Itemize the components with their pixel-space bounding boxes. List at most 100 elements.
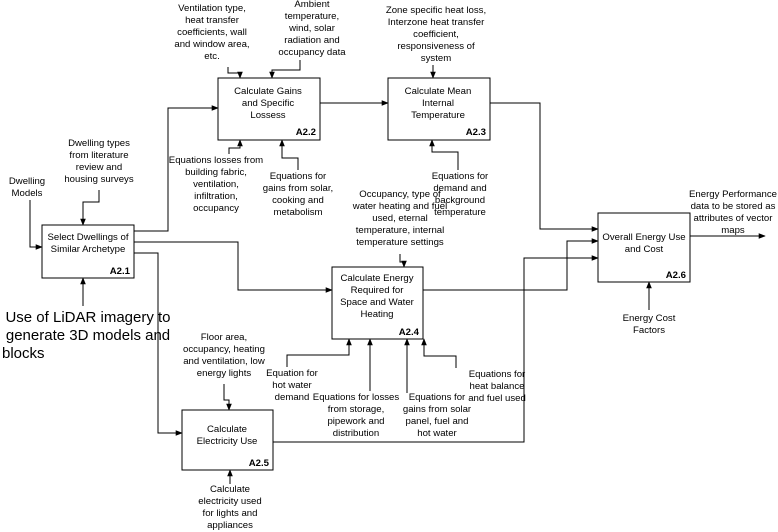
label-heat-balance-line-3: and fuel used [468, 393, 526, 404]
label-equations-demand: Equations for demand and background temp… [432, 171, 489, 218]
label-energy-cost-line-2: Factors [633, 325, 665, 336]
label-gains-solar-panel-line-1: Equations for [409, 392, 466, 403]
label-zone-line-4: responsiveness of [397, 41, 475, 52]
label-ventilation: Ventilation type, heat transfer coeffici… [174, 3, 249, 62]
label-equations-demand-line-4: temperature [434, 207, 486, 218]
a24-title-line-1: Calculate Energy [340, 273, 413, 284]
label-ventilation-line-5: etc. [204, 51, 219, 62]
label-ambient-line-4: radiation and [284, 35, 339, 46]
label-heat-balance-line-2: heat balance [470, 381, 525, 392]
a24-title-line-4: Heating [360, 309, 393, 320]
label-energy-performance-line-4: maps [721, 225, 745, 236]
a22-title-line-3: Lossess [250, 110, 285, 121]
label-lidar: Use of LiDAR imagery to generate 3D mode… [2, 309, 171, 362]
label-lidar-line-1: Use of LiDAR imagery to [5, 309, 170, 326]
label-losses-storage-line-2: from storage, [328, 404, 385, 415]
label-heat-balance: Equations for heat balance and fuel used [468, 369, 526, 404]
label-energy-performance-line-3: attributes of vector [694, 213, 774, 224]
label-ambient-line-1: Ambient [294, 0, 330, 10]
label-zone: Zone specific heat loss, Interzone heat … [386, 5, 486, 64]
label-gains-solar-panel-line-2: gains from solar [403, 404, 472, 415]
arrow-equations-losses [228, 139, 243, 154]
label-zone-line-1: Zone specific heat loss, [386, 5, 486, 16]
a24-title-line-3: Space and Water [340, 297, 415, 308]
label-electricity-line-4: appliances [207, 520, 253, 531]
label-zone-line-3: coefficient, [413, 29, 459, 40]
label-losses-storage-line-1: Equations for losses [313, 392, 400, 403]
label-occupancy-line-5: temperature settings [356, 237, 444, 248]
label-occupancy-line-1: Occupancy, type of [359, 189, 441, 200]
label-equations-gains-line-2: gains from solar, [263, 183, 333, 194]
label-occupancy: Occupancy, type of water heating and fue… [352, 189, 447, 248]
label-hot-water-line-3: demand [275, 392, 310, 403]
label-losses-storage: Equations for losses from storage, pipew… [313, 392, 400, 439]
a25-title-line-2: Electricity Use [197, 436, 258, 447]
a22-title-line-2: and Specific [242, 98, 294, 109]
label-occupancy-line-3: used, eternal [372, 213, 427, 224]
label-equations-losses-line-5: occupancy [193, 203, 239, 214]
label-equations-demand-line-1: Equations for [432, 171, 489, 182]
label-floor-area-line-2: occupancy, heating [183, 344, 265, 355]
arrow-a21-to-a25 [134, 252, 183, 436]
a26-title-line-2: and Cost [625, 244, 664, 255]
label-ambient-line-2: temperature, [285, 11, 339, 22]
a24-id: A2.4 [399, 327, 420, 338]
label-heat-balance-line-1: Equations for [469, 369, 526, 380]
a25-id: A2.5 [249, 458, 270, 469]
arrow-ambient [269, 60, 301, 79]
arrow-ventilation [227, 67, 243, 79]
label-ventilation-line-1: Ventilation type, [178, 3, 246, 14]
label-equations-losses-line-4: infiltration, [194, 191, 238, 202]
label-equations-gains-line-3: cooking and [272, 195, 324, 206]
label-ambient-line-3: wind, solar [288, 23, 336, 34]
arrow-equations-demand [429, 139, 459, 170]
activity-a26: Overall Energy Use and Cost A2.6 [597, 212, 691, 283]
a21-title-line-2: Similar Archetype [51, 244, 126, 255]
label-energy-cost-line-1: Energy Cost [623, 313, 676, 324]
arrow-occupancy [399, 254, 407, 268]
arrow-equations-gains [279, 139, 299, 170]
label-energy-performance-line-1: Energy Performance [689, 189, 777, 200]
activity-a24: Calculate Energy Required for Space and … [331, 266, 424, 340]
label-ambient: Ambient temperature, wind, solar radiati… [278, 0, 346, 58]
activity-a23: Calculate Mean Internal Temperature A2.3 [387, 77, 491, 141]
label-hot-water-line-1: Equation for [266, 368, 319, 379]
label-ambient-line-5: occupancy data [278, 47, 346, 58]
a26-id: A2.6 [666, 270, 686, 281]
arrow-dwelling-models [29, 200, 43, 250]
a23-id: A2.3 [466, 127, 486, 138]
a23-title-line-3: Temperature [411, 110, 465, 121]
arrow-dwelling-types [80, 190, 100, 226]
label-zone-line-2: Interzone heat transfer [388, 17, 485, 28]
a21-id: A2.1 [110, 266, 131, 277]
label-occupancy-line-2: water heating and fuel [352, 201, 447, 212]
label-floor-area-line-3: and ventilation, low [183, 356, 265, 367]
label-equations-losses-line-3: ventilation, [193, 179, 239, 190]
label-hot-water: Equation for hot water demand [266, 368, 319, 403]
arrow-a21-to-a22 [134, 105, 219, 232]
label-energy-performance: Energy Performance data to be stored as … [689, 189, 777, 236]
label-dwelling-types-line-3: review and [76, 162, 122, 173]
a21-title-line-1: Select Dwellings of [47, 232, 128, 243]
label-equations-gains-line-4: metabolism [273, 207, 322, 218]
label-floor-area-line-4: energy lights [197, 368, 252, 379]
connectors [29, 60, 766, 484]
arrow-a23-to-a26 [490, 102, 599, 232]
label-gains-solar-panel: Equations for gains from solar panel, fu… [403, 392, 472, 439]
a26-title-line-1: Overall Energy Use [602, 232, 685, 243]
label-floor-area-line-1: Floor area, [201, 332, 247, 343]
label-equations-gains-line-1: Equations for [270, 171, 327, 182]
arrow-a24-to-a26 [423, 238, 599, 291]
arrow-hot-water [286, 338, 352, 367]
label-electricity-line-1: Calculate [210, 484, 250, 495]
label-gains-solar-panel-line-3: panel, fuel and [406, 416, 469, 427]
label-losses-storage-line-4: distribution [333, 428, 379, 439]
label-gains-solar-panel-line-4: hot water [417, 428, 457, 439]
arrow-heat-balance [421, 338, 457, 368]
label-dwelling-models: Dwelling Models [9, 176, 45, 199]
label-electricity: Calculate electricity used for lights an… [198, 484, 261, 531]
label-lidar-line-2: generate 3D models and [6, 327, 170, 344]
label-floor-area: Floor area, occupancy, heating and venti… [183, 332, 265, 379]
a25-title-line-1: Calculate [207, 424, 247, 435]
